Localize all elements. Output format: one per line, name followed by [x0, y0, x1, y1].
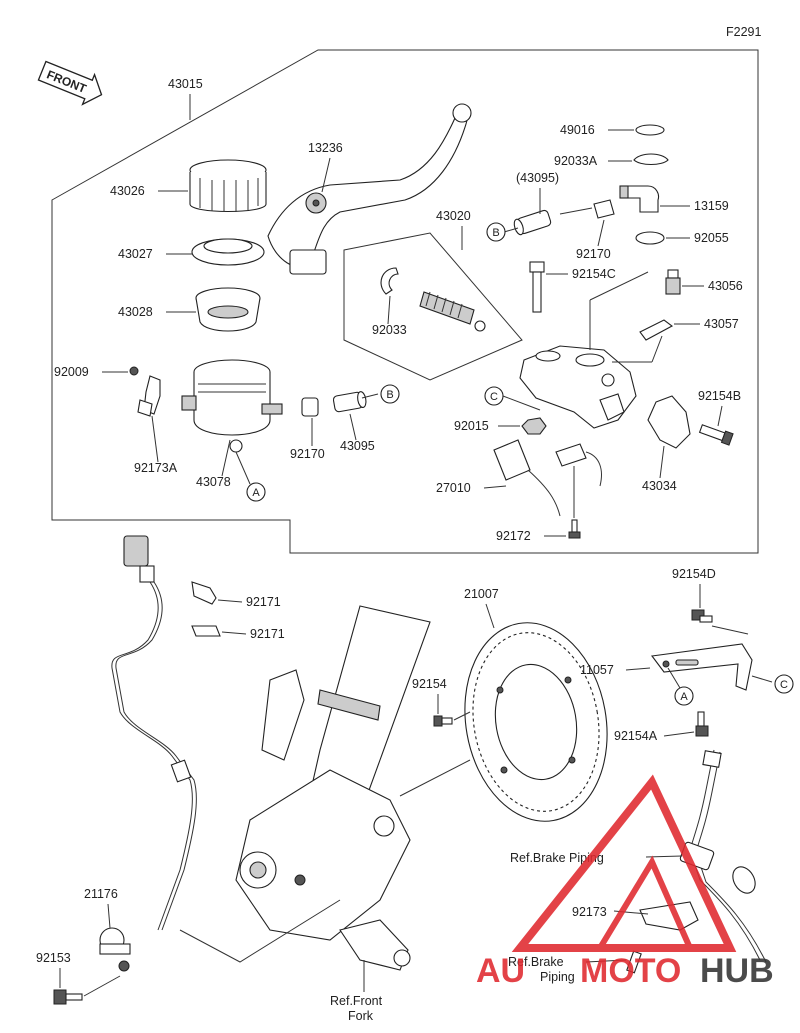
label-92154d: 92154D	[672, 567, 716, 581]
label-43015: 43015	[168, 77, 203, 91]
label-27010: 27010	[436, 481, 471, 495]
bolt-92009	[129, 366, 139, 376]
label-ref-front-fork-b: Fork	[348, 1009, 374, 1023]
label-92154: 92154	[412, 677, 447, 691]
abs-sensor-cable	[111, 535, 197, 931]
reservoir-hose	[332, 391, 367, 413]
label-13236: 13236	[308, 141, 343, 155]
clamp-43034	[647, 395, 691, 449]
nut-92015	[521, 417, 547, 435]
label-92154c: 92154C	[572, 267, 616, 281]
label-92172: 92172	[496, 529, 531, 543]
callout-a-bracket	[674, 686, 694, 706]
callout-b-right	[486, 222, 506, 242]
label-43026: 43026	[110, 184, 145, 198]
label-92015: 92015	[454, 419, 489, 433]
hose-clamp-left	[301, 397, 319, 417]
bleeder-43056	[665, 269, 681, 295]
label-43057: 43057	[704, 317, 739, 331]
label-43034: 43034	[642, 479, 677, 493]
diaphragm-plate	[191, 238, 265, 266]
watermark-text-left: AU	[476, 952, 525, 990]
bracket-92173a	[137, 375, 161, 417]
label-ref-brake-piping-1: Ref.Brake Piping	[510, 851, 604, 865]
callout-c-bracket	[774, 674, 794, 694]
reservoir-cap	[189, 159, 267, 213]
label-43056: 43056	[708, 279, 743, 293]
circlip-92033	[380, 267, 399, 295]
circlip-92033a	[633, 153, 669, 166]
label-43078: 43078	[196, 475, 231, 489]
svg-text:C: C	[780, 679, 788, 691]
watermark-logo: AU MOTO HUB	[476, 774, 774, 990]
watermark-text-mid: MOTO	[580, 952, 681, 990]
clamp-92171-lower	[191, 625, 221, 637]
diaphragm	[195, 287, 261, 332]
switch-27010	[493, 439, 602, 517]
label-21176: 21176	[84, 887, 118, 901]
reservoir-body	[181, 359, 283, 453]
svg-text:B: B	[492, 227, 499, 239]
label-43020: 43020	[436, 209, 471, 223]
bolt-92154d	[691, 609, 713, 623]
label-43027: 43027	[118, 247, 153, 261]
label-92153: 92153	[36, 951, 71, 965]
label-92033a: 92033A	[554, 154, 598, 168]
front-arrow-icon: FRONT	[37, 60, 103, 106]
label-92170-left: 92170	[290, 447, 325, 461]
label-ref-front-fork-a: Ref.Front	[330, 994, 383, 1008]
piston-kit-outline	[343, 232, 523, 381]
bolt-92154b	[698, 424, 734, 446]
label-92173a: 92173A	[134, 461, 178, 475]
label-21007: 21007	[464, 587, 499, 601]
svg-text:A: A	[252, 487, 260, 499]
figure-code: F2291	[726, 25, 761, 39]
clamp-92171-upper	[191, 581, 217, 605]
piston-assembly	[419, 291, 486, 332]
label-ref-brake-piping-2a: Ref.Brake	[508, 955, 564, 969]
hose-clamp-right	[593, 199, 615, 219]
label-92009: 92009	[54, 365, 89, 379]
master-cylinder-body	[519, 345, 637, 429]
label-ref-brake-piping-2b: Piping	[540, 970, 575, 984]
brake-piping	[626, 749, 767, 974]
label-92171-lower: 92171	[250, 627, 285, 641]
bolt-92154a	[695, 711, 709, 737]
fitting-13159	[619, 185, 660, 213]
label-92055: 92055	[694, 231, 729, 245]
hose-43095-ref	[513, 209, 552, 236]
label-49016: 49016	[560, 123, 595, 137]
label-11057: 11057	[580, 663, 614, 677]
svg-text:B: B	[386, 389, 393, 401]
bolt-92154	[433, 715, 453, 727]
bolt-92154c	[529, 261, 545, 313]
assembly-outline	[51, 49, 759, 554]
abs-sensor-21176	[99, 927, 131, 972]
svg-text:A: A	[680, 691, 688, 703]
label-92173: 92173	[572, 905, 607, 919]
oring-92055	[635, 231, 665, 245]
cap-49016	[635, 124, 665, 136]
callout-b-left	[380, 384, 400, 404]
label-43028: 43028	[118, 305, 153, 319]
label-92171-upper: 92171	[246, 595, 281, 609]
label-92154b: 92154B	[698, 389, 741, 403]
bracket-43057	[639, 319, 674, 341]
brake-disc-21007	[464, 622, 608, 822]
bracket-11057	[650, 643, 753, 691]
label-92033: 92033	[372, 323, 407, 337]
front-fork	[235, 605, 431, 971]
callout-a-reservoir	[246, 482, 266, 502]
label-43095: 43095	[340, 439, 375, 453]
screw-92172	[568, 519, 581, 539]
label-92154a: 92154A	[614, 729, 658, 743]
bolt-92153	[53, 989, 83, 1005]
label-13159: 13159	[694, 199, 729, 213]
watermark-text-right: HUB	[700, 952, 774, 990]
svg-text:C: C	[490, 391, 498, 403]
brake-lever	[267, 103, 472, 275]
label-92170-right: 92170	[576, 247, 611, 261]
label-43095-ref: (43095)	[516, 171, 559, 185]
